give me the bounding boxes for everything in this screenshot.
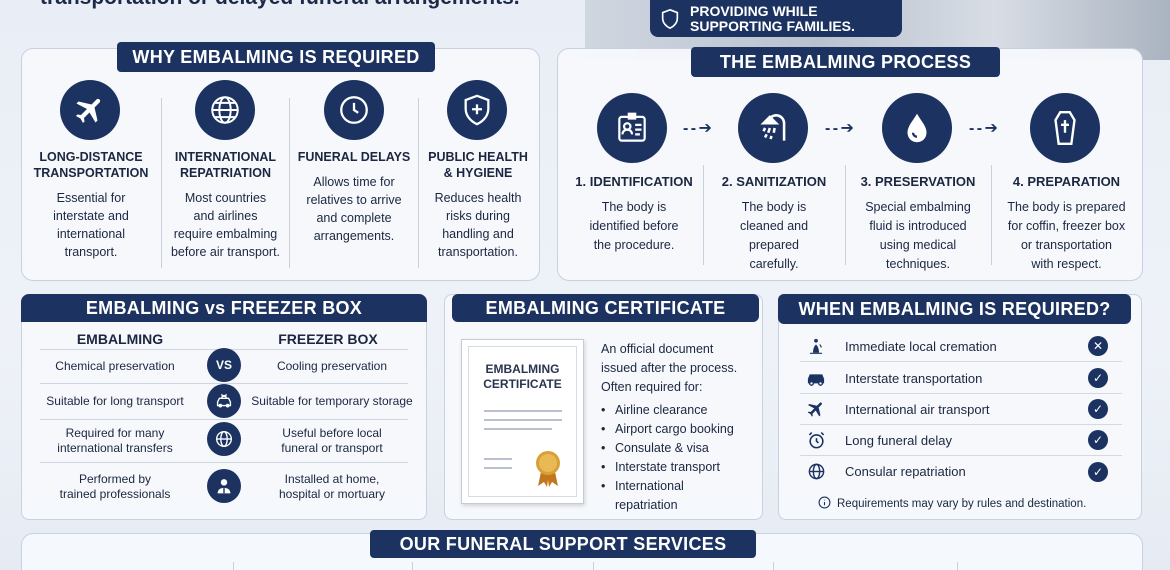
when-row: Interstate transportation ✓	[800, 363, 1122, 394]
clock-icon	[324, 80, 384, 140]
process-panel	[557, 48, 1143, 281]
shower-icon	[738, 93, 808, 163]
check-mark-icon: ✓	[1088, 461, 1108, 482]
process-arrow: - - ➔	[969, 120, 998, 137]
cross-mark-icon: ✕	[1088, 336, 1108, 356]
compare-left-cell: Chemical preservation	[55, 358, 175, 373]
info-icon	[818, 496, 831, 512]
process-step-sanitization: 2. SANITIZATION The body is cleaned and …	[721, 174, 827, 271]
badge-line-1: PROVIDING WHILE	[690, 2, 818, 19]
certificate-uses: Airline clearance Airport cargo booking …	[601, 401, 734, 515]
airplane-icon	[800, 399, 832, 419]
compare-left-head: EMBALMING	[76, 331, 164, 347]
certificate-intro: An official document issued after the pr…	[601, 342, 738, 394]
services-divider	[233, 562, 234, 570]
services-divider	[957, 562, 958, 570]
check-mark-icon: ✓	[1088, 368, 1108, 388]
why-divider	[161, 98, 162, 268]
process-divider	[703, 165, 704, 265]
why-divider	[418, 98, 419, 268]
process-step-identification: 1. IDENTIFICATION The body is identified…	[575, 174, 693, 252]
when-panel	[778, 294, 1142, 520]
when-row: International air transport ✓	[800, 394, 1122, 425]
certificate-title: EMBALMING CERTIFICATE	[452, 294, 759, 322]
why-item-international: INTERNATIONAL REPATRIATION Most countrie…	[170, 150, 281, 259]
why-item-funeral-delays: FUNERAL DELAYS Allows time for relatives…	[297, 150, 411, 243]
badge-line-2: SUPPORTING FAMILIES.	[690, 17, 855, 34]
seal-icon	[532, 448, 564, 493]
process-step-preservation: 3. PRESERVATION Special embalming fluid …	[860, 174, 976, 271]
check-mark-icon: ✓	[1088, 430, 1108, 450]
when-row: Immediate local cremation ✕	[800, 331, 1122, 362]
certificate-document: EMBALMING CERTIFICATE	[461, 339, 584, 504]
why-item-public-health: PUBLIC HEALTH & HYGIENE Reduces health r…	[428, 150, 528, 259]
compare-left-cell: Required for many international transfer…	[57, 426, 173, 455]
compare-row-line	[40, 383, 408, 384]
compare-row-line	[40, 419, 408, 420]
process-arrow: - - ➔	[825, 120, 854, 137]
services-title: OUR FUNERAL SUPPORT SERVICES	[370, 530, 756, 558]
compare-right-cell: Useful before local funeral or transport	[281, 426, 383, 455]
process-arrow: - - ➔	[683, 120, 712, 137]
car-plane-icon	[207, 384, 241, 418]
shield-icon	[650, 8, 690, 30]
cremation-icon	[800, 337, 832, 355]
shield-cross-icon	[447, 80, 507, 140]
services-divider	[773, 562, 774, 570]
alarm-clock-icon	[800, 431, 832, 450]
compare-right-cell: Cooling preservation	[276, 358, 388, 373]
compare-right-cell: Suitable for temporary storage	[251, 393, 413, 408]
droplet-icon	[882, 93, 952, 163]
when-row: Long funeral delay ✓	[800, 425, 1122, 456]
process-title: THE EMBALMING PROCESS	[691, 47, 1000, 77]
vs-badge: VS	[207, 348, 241, 382]
process-divider	[991, 165, 992, 265]
why-title: WHY EMBALMING IS REQUIRED	[117, 42, 435, 72]
globe-icon	[800, 462, 832, 481]
process-divider	[845, 165, 846, 265]
top-fragment-text: transportation or delayed funeral arrang…	[40, 0, 520, 10]
compare-row-line	[40, 462, 408, 463]
services-divider	[412, 562, 413, 570]
globe-icon	[195, 80, 255, 140]
when-title: WHEN EMBALMING IS REQUIRED?	[778, 294, 1131, 324]
header-badge: PROVIDING WHILE SUPPORTING FAMILIES.	[650, 0, 902, 37]
when-row: Consular repatriation ✓	[800, 456, 1122, 487]
airplane-icon	[60, 80, 120, 140]
certificate-doc-title: EMBALMING CERTIFICATE	[483, 362, 562, 391]
car-icon	[800, 369, 832, 387]
compare-title: EMBALMING vs FREEZER BOX	[21, 294, 427, 322]
compare-left-cell: Performed by trained professionals	[59, 472, 171, 501]
why-item-long-distance: LONG-DISTANCE TRANSPORTATION Essential f…	[33, 150, 149, 259]
services-divider	[593, 562, 594, 570]
check-mark-icon: ✓	[1088, 399, 1108, 419]
compare-right-head: FREEZER BOX	[278, 331, 378, 347]
compare-left-cell: Suitable for long transport	[46, 393, 184, 408]
process-step-preparation: 4. PREPARATION The body is prepared for …	[1007, 174, 1126, 271]
professional-icon	[207, 469, 241, 503]
why-divider	[289, 98, 290, 268]
globe-icon	[207, 422, 241, 456]
coffin-icon	[1030, 93, 1100, 163]
compare-right-cell: Installed at home, hospital or mortuary	[278, 472, 386, 501]
when-note: Requirements may vary by rules and desti…	[818, 496, 1086, 512]
id-card-icon	[597, 93, 667, 163]
